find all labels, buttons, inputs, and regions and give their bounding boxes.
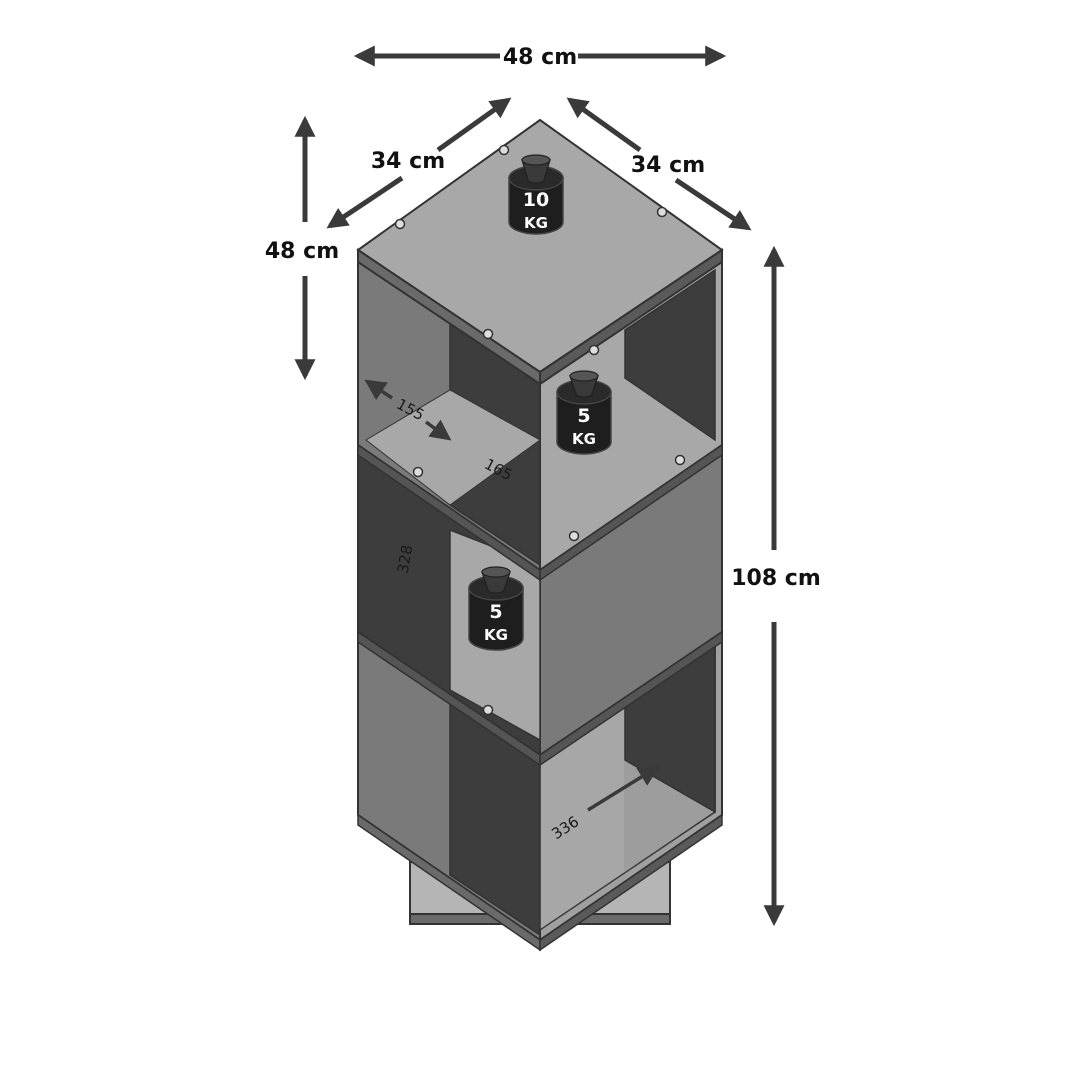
weight-5kg-upper-value: 5 bbox=[577, 405, 590, 427]
weight-5kg-lower-unit: KG bbox=[484, 626, 508, 644]
inner-dim-328-label: 328 bbox=[394, 543, 417, 574]
top-face bbox=[356, 118, 724, 386]
dim-depth-right-label: 34 cm bbox=[631, 153, 705, 178]
dim-total-height-label: 108 cm bbox=[731, 566, 821, 591]
weight-10kg-unit: KG bbox=[524, 214, 548, 232]
dim-depth-left-label: 34 cm bbox=[371, 149, 445, 174]
weight-10kg: 10 KG bbox=[508, 154, 564, 235]
weight-5kg-lower-value: 5 bbox=[489, 601, 502, 623]
weight-5kg-lower: 5 KG bbox=[468, 566, 524, 651]
weight-10kg-value: 10 bbox=[523, 189, 549, 211]
dim-cube-height-label: 48 cm bbox=[265, 239, 339, 264]
dim-top-width-label: 48 cm bbox=[503, 45, 577, 70]
dim-depth-right: 34 cm bbox=[566, 97, 752, 231]
dim-total-height: 108 cm bbox=[731, 245, 821, 927]
dim-depth-left: 34 cm bbox=[326, 97, 512, 229]
weight-5kg-upper-unit: KG bbox=[572, 430, 596, 448]
upper-module bbox=[357, 256, 723, 582]
dim-cube-height: 48 cm bbox=[265, 115, 339, 381]
bottom-module bbox=[357, 630, 723, 952]
screw-holes bbox=[394, 144, 686, 716]
middle-module bbox=[357, 443, 723, 767]
weight-5kg-upper: 5 KG bbox=[556, 370, 612, 455]
dim-top-width: 48 cm bbox=[353, 45, 727, 70]
